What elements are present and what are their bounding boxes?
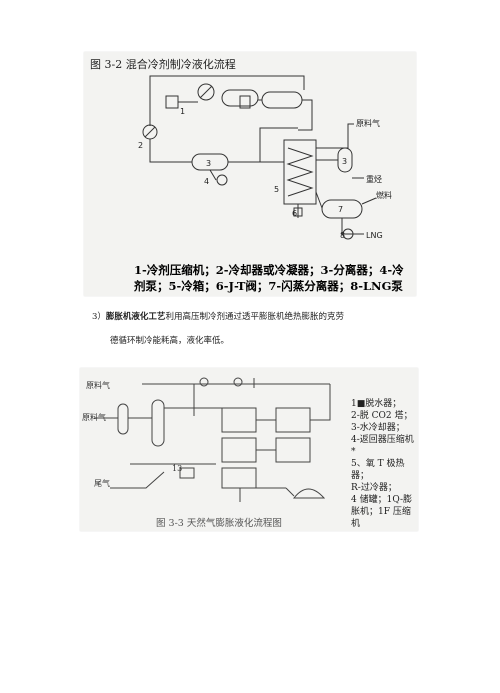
- figure2-title: 图 3-3 天然气膨胀液化流程图: [156, 518, 282, 529]
- label-feed-gas-left: 原料气: [82, 413, 106, 422]
- paragraph-bold-term: 膨胀机液化工艺: [105, 312, 166, 322]
- paragraph-line2: 德循环制冷能耗高，液化率低。: [110, 336, 230, 346]
- label-fuel: 燃料: [376, 190, 392, 200]
- legend2-item: 2-脱 CO2 塔；: [351, 411, 413, 421]
- paragraph-rest: 利用高压制冷剂通过透平膨胀机绝热膨胀的克劳: [165, 312, 344, 322]
- label-heavy-hc: 重烃: [366, 174, 382, 184]
- figure1-diagram: 1 2 3 3 4 5 6 7 8 原料气 重烃 燃料 LNG: [138, 75, 392, 240]
- figure-mixed-refrigerant: 图 3-2 混合冷剂制冷液化流程: [84, 52, 416, 296]
- legend2-item: 4 储罐；1Q-膨胀机；1F 压缩机: [351, 495, 413, 529]
- label-n3a: 3: [206, 159, 211, 168]
- label-exhaust: 尾气: [94, 479, 110, 488]
- legend2-item: 5、氧 T 极热器；: [351, 459, 405, 481]
- figure1-title: 图 3-2 混合冷剂制冷液化流程: [90, 58, 236, 71]
- label-n4: 4: [204, 177, 209, 186]
- label-n1: 1: [180, 107, 185, 116]
- label-feed-gas: 原料气: [356, 118, 380, 128]
- label-n6: 6: [292, 209, 297, 218]
- label-n13: 13: [172, 464, 183, 473]
- figure2-diagram: [94, 377, 331, 502]
- label-n2: 2: [138, 141, 143, 150]
- legend2-item: 4-返回器压缩机*: [351, 435, 414, 457]
- label-n8: 8: [340, 231, 345, 240]
- figure1-legend: 1-冷剂压缩机；2-冷却器或冷凝器；3-分离器；4-冷剂泵；5-冷箱；6-J-T…: [134, 263, 404, 293]
- legend2-item: R-过冷器；: [351, 483, 397, 493]
- legend2-item: 3-水冷却器；: [351, 423, 405, 433]
- label-n5: 5: [274, 185, 279, 194]
- label-lng: LNG: [366, 231, 383, 240]
- paragraph-line1: 3）膨胀机液化工艺利用高压制冷剂通过透平膨胀机绝热膨胀的克劳: [92, 310, 344, 322]
- label-n7: 7: [338, 205, 343, 214]
- legend2-item: 1■脱水器；: [351, 399, 402, 409]
- label-n3b: 3: [342, 157, 347, 166]
- figure-expander-liquefaction: 原料气 原料气 尾气 13 1■脱水器； 2-脱 CO2 塔； 3-水冷却器； …: [80, 368, 418, 531]
- paragraph-prefix: 3）: [92, 312, 106, 322]
- figure2-legend: 1■脱水器； 2-脱 CO2 塔； 3-水冷却器； 4-返回器压缩机* 5、氧 …: [351, 398, 417, 530]
- label-feed-gas-top: 原料气: [86, 381, 110, 390]
